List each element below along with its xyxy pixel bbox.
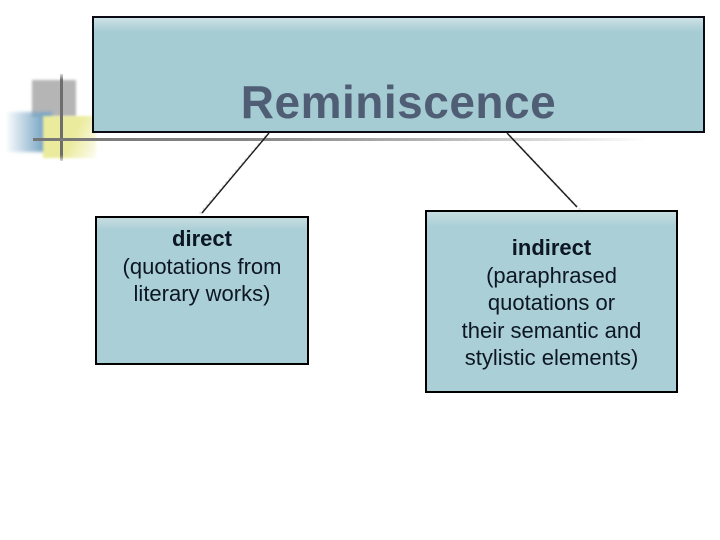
decor-vertical-line (60, 74, 63, 161)
decor-gray-square (32, 80, 76, 117)
node-direct-title: direct (172, 226, 232, 251)
title-box: Reminiscence (92, 16, 705, 133)
node-indirect-title: indirect (511, 235, 592, 260)
decor-horizontal-rule (33, 138, 648, 141)
slide-title: Reminiscence (240, 75, 557, 128)
decor-yellow-square (43, 116, 96, 158)
connector-left-shadow (197, 135, 268, 216)
connector-title-to-indirect (506, 132, 578, 208)
connector-title-to-direct (201, 132, 270, 214)
connector-right-shadow (508, 134, 582, 212)
